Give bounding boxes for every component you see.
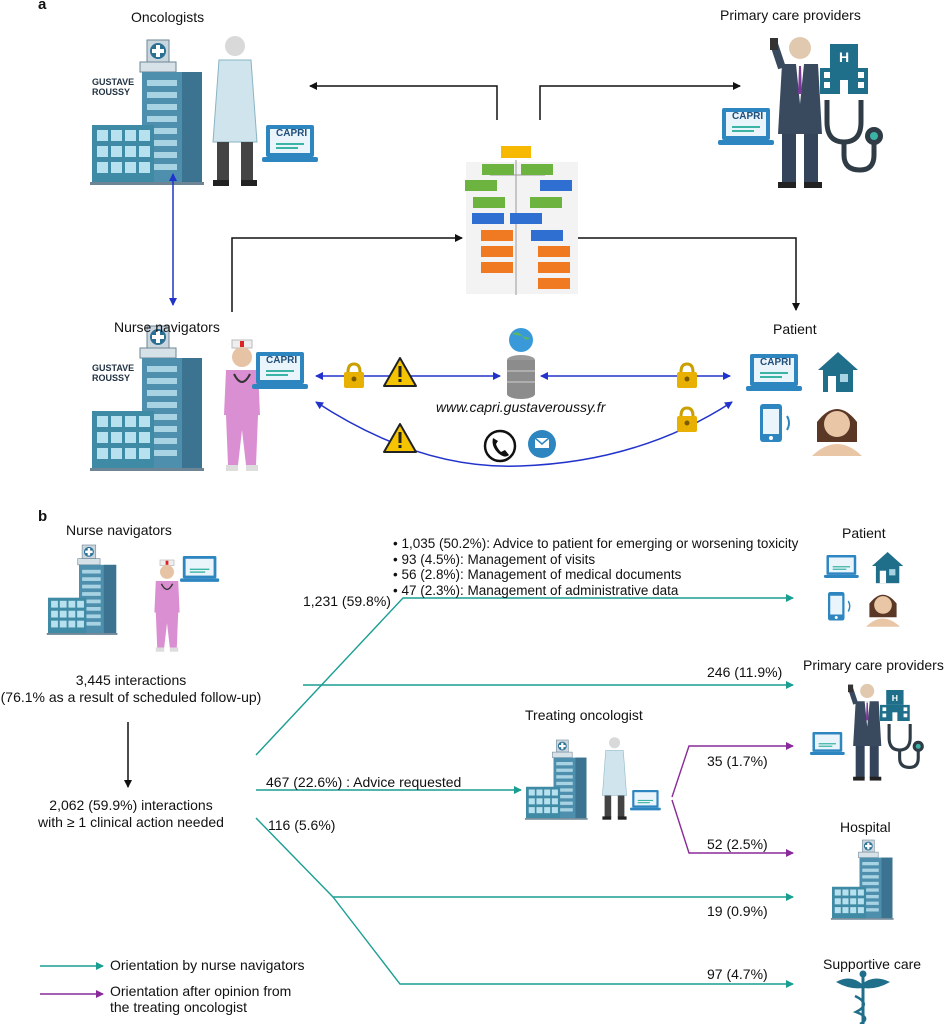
- phone-icon: [759, 403, 790, 443]
- patient-figure-b: [866, 594, 900, 627]
- warning-icon-phone: [383, 423, 417, 453]
- arrow-to-hospital: [255, 817, 794, 901]
- arrow-nurses-to-flowchart: [231, 234, 463, 312]
- clinic-icon-b: [880, 690, 910, 721]
- telephone-call-icon: [483, 429, 517, 463]
- patient-action-item: • 56 (2.8%): Management of medical docum…: [393, 567, 682, 582]
- clinical-actions-desc: with ≥ 1 clinical action needed: [38, 814, 224, 830]
- flow-label-advice-requested: 467 (22.6%) : Advice requested: [266, 774, 462, 790]
- patient-figure: [812, 409, 862, 456]
- panel-b-letter: b: [38, 508, 48, 525]
- clinical-actions-count: 2,062 (59.9%) interactions: [49, 797, 213, 813]
- phone-icon-b: [827, 591, 851, 622]
- legend-teal-label: Orientation by nurse navigators: [110, 957, 305, 973]
- home-icon-b: [872, 552, 904, 584]
- oncologists-label: Oncologists: [131, 9, 205, 25]
- arrow-oncologist-to-hospital: [671, 799, 794, 857]
- laptop-icon-patient-b: [823, 554, 860, 579]
- primary-care-provider-figure: [770, 37, 822, 188]
- laptop-icon-primary-b: [809, 731, 846, 756]
- flow-label-oncologist-primary: 35 (1.7%): [707, 753, 768, 769]
- laptop-icon-nurses-b: [179, 555, 220, 583]
- flow-label-supportive-care: 97 (4.7%): [707, 966, 768, 982]
- arrow-nurses-patient-phone: [315, 401, 733, 467]
- caduceus-icon: [836, 970, 890, 1024]
- oncologist-figure-b: [602, 736, 627, 820]
- panel-a-letter: a: [38, 0, 47, 13]
- flow-label-hospital: 19 (0.9%): [707, 903, 768, 919]
- arrow-flowchart-to-patient: [578, 237, 800, 311]
- gustave-roussy-logo-a2: GUSTAVE ROUSSY: [92, 363, 135, 383]
- stethoscope-icon-b: [887, 722, 926, 769]
- home-icon: [818, 352, 858, 392]
- database-server-icon: [507, 328, 535, 399]
- patient-action-item: • 47 (2.3%): Management of administrativ…: [393, 582, 679, 598]
- gustave-roussy-logo-a1: GUSTAVE ROUSSY: [92, 77, 135, 97]
- flow-label-oncologist-hospital: 52 (2.5%): [707, 836, 768, 852]
- flow-label-116: 116 (5.6%): [268, 817, 336, 833]
- gustave-roussy-building-oncologists: [89, 39, 205, 186]
- patient-label: Patient: [773, 321, 817, 337]
- nurse-navigators-label: Nurse navigators: [114, 319, 220, 335]
- message-bubble-icon: [528, 430, 556, 458]
- arrow-to-oncologists: [309, 82, 498, 120]
- treating-oncologist-label: Treating oncologist: [525, 707, 643, 723]
- patient-action-item: • 93 (4.5%): Management of visits: [393, 551, 596, 567]
- capri-label-oncologists: CAPRI: [276, 128, 308, 139]
- flow-label-patient: 1,231 (59.8%): [303, 593, 391, 609]
- primary-care-figure-b: [848, 684, 881, 781]
- lock-icon-patient: [675, 362, 699, 390]
- interactions-count: 3,445 interactions: [75, 672, 187, 688]
- dest-primary-care-label: Primary care providers: [803, 657, 944, 673]
- nurse-figure-b: [153, 559, 181, 653]
- lock-icon-phone: [675, 406, 699, 434]
- arrow-oncologist-to-primary: [671, 742, 794, 798]
- nurse-navigators-b-label: Nurse navigators: [66, 522, 172, 538]
- dest-hospital-label: Hospital: [840, 819, 891, 835]
- stethoscope-icon: [827, 100, 883, 170]
- capri-label-patient: CAPRI: [760, 357, 792, 368]
- dest-supportive-care-label: Supportive care: [823, 956, 922, 972]
- website-url: www.capri.gustaveroussy.fr: [436, 399, 606, 415]
- legend-purple-label-2: the treating oncologist: [110, 999, 247, 1015]
- gustave-roussy-building-nurses: [89, 325, 205, 472]
- decision-flowchart: [465, 146, 578, 295]
- clinic-icon: [820, 44, 868, 94]
- laptop-icon-oncologist-b: [629, 789, 662, 811]
- hospital-building-b: [830, 839, 894, 921]
- capri-label-primary-care: CAPRI: [732, 111, 764, 122]
- warning-icon-web: [383, 357, 417, 387]
- gustave-roussy-building-b: [46, 544, 118, 636]
- oncologist-figure: [212, 35, 258, 187]
- primary-care-label: Primary care providers: [720, 7, 861, 23]
- dest-patient-label: Patient: [842, 525, 886, 541]
- flow-label-primary-care: 246 (11.9%): [707, 664, 783, 680]
- legend-purple-label-1: Orientation after opinion from: [110, 983, 292, 999]
- arrow-to-supportive-care: [332, 896, 794, 988]
- arrow-to-primary-care: [539, 82, 741, 120]
- nurse-figure: [223, 339, 261, 472]
- lock-icon-nurses: [342, 362, 366, 390]
- arrow-to-patient: [255, 594, 794, 756]
- capri-label-nurses: CAPRI: [266, 355, 298, 366]
- patient-action-item: • 1,035 (50.2%): Advice to patient for e…: [393, 536, 799, 551]
- interactions-scheduled: (76.1% as a result of scheduled follow-u…: [0, 689, 262, 705]
- gustave-roussy-building-oncologist-b: [524, 739, 588, 821]
- patient-actions-list: • 1,035 (50.2%): Advice to patient for e…: [393, 536, 798, 598]
